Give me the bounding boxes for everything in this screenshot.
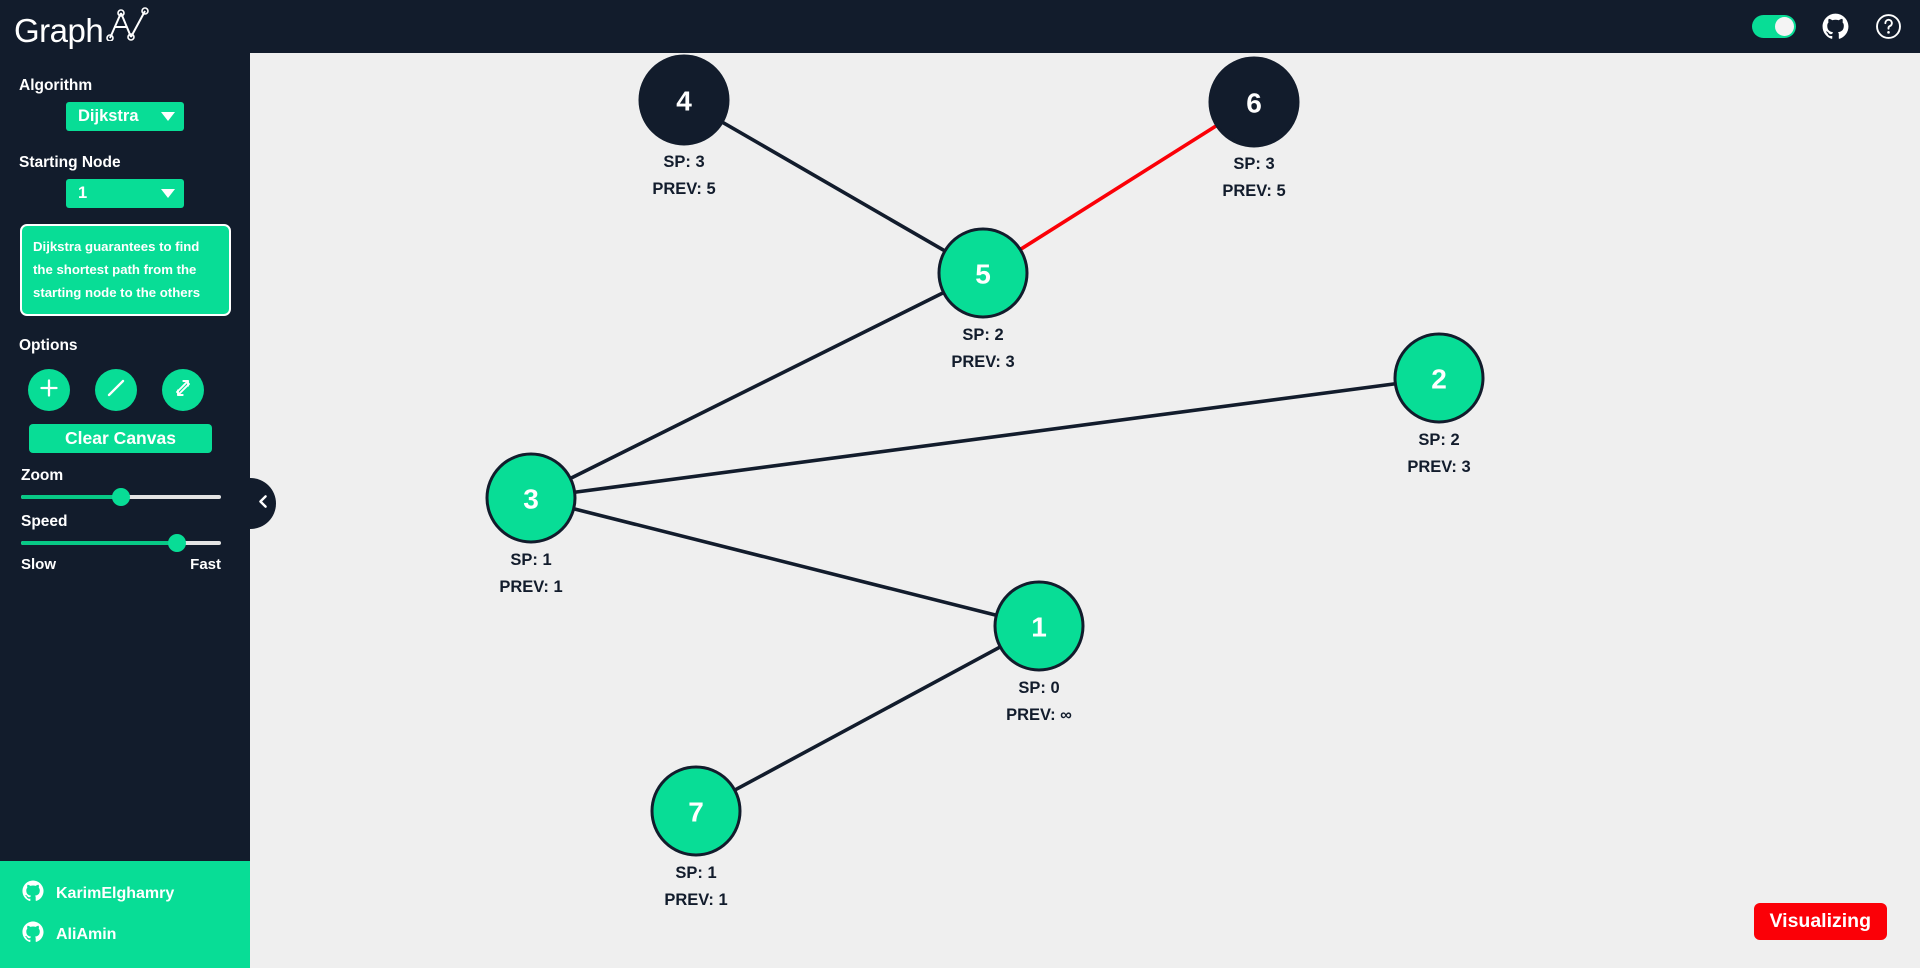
node-shortest-path-value: SP: 2 — [1418, 431, 1459, 449]
speed-range-labels: Slow Fast — [21, 556, 221, 573]
status-badge: Visualizing — [1753, 903, 1887, 940]
node-shortest-path-value: SP: 0 — [1018, 679, 1059, 697]
algorithm-label: Algorithm — [19, 77, 93, 94]
credit-name: KarimElghamry — [56, 884, 175, 902]
node-shortest-path-value: SP: 3 — [663, 153, 704, 171]
graph-node-6[interactable]: 6SP: 3 PREV: 5 — [1208, 56, 1300, 200]
graph-edge-3-1[interactable] — [572, 506, 998, 618]
node-circle[interactable] — [638, 54, 730, 146]
graph-av-logo-icon — [104, 6, 150, 46]
algorithm-select[interactable]: Dijkstra — [66, 102, 184, 131]
node-label: 4 — [676, 86, 692, 117]
zoom-slider-thumb[interactable] — [112, 488, 130, 507]
node-label: 1 — [1031, 612, 1047, 643]
node-label: 6 — [1246, 88, 1262, 119]
graph-edge-4-5[interactable] — [720, 119, 947, 254]
node-label: 3 — [523, 484, 539, 515]
speed-slider-thumb[interactable] — [168, 534, 186, 553]
graph-edge-3-2[interactable] — [573, 381, 1397, 495]
speed-slider[interactable] — [21, 534, 221, 553]
dark-mode-toggle[interactable] — [1752, 15, 1796, 38]
node-previous-value: PREV: 5 — [652, 180, 715, 198]
github-icon[interactable] — [1822, 13, 1849, 40]
starting-node-label: Starting Node — [19, 154, 121, 171]
sidebar: Algorithm Dijkstra Starting Node 1 Dijks… — [0, 53, 250, 968]
node-circle[interactable] — [485, 452, 577, 544]
node-previous-value: PREV: 3 — [951, 353, 1014, 371]
node-circle[interactable] — [650, 765, 742, 857]
zoom-label: Zoom — [21, 467, 64, 485]
node-previous-value: PREV: 1 — [664, 891, 727, 909]
graph-node-1[interactable]: 1SP: 0 PREV: ∞ — [993, 580, 1085, 724]
double-arrow-icon — [171, 376, 195, 405]
node-circle[interactable] — [1208, 56, 1300, 148]
starting-node-select-value: 1 — [78, 184, 88, 202]
algorithm-info-box: Dijkstra guarantees to find the shortest… — [20, 224, 231, 317]
options-label: Options — [19, 337, 78, 355]
speed-slider-fill — [21, 541, 177, 546]
toggle-knob — [1775, 17, 1794, 36]
zoom-slider-fill — [21, 495, 121, 500]
graph-edge-3-5[interactable] — [568, 290, 946, 481]
node-shortest-path-value: SP: 3 — [1233, 155, 1274, 173]
speed-label: Speed — [21, 513, 68, 531]
credit-link[interactable]: AliAmin — [22, 914, 250, 955]
clear-canvas-button[interactable]: Clear Canvas — [29, 424, 212, 454]
graph-node-3[interactable]: 3SP: 1 PREV: 1 — [485, 452, 577, 596]
node-shortest-path-value: SP: 2 — [962, 326, 1003, 344]
add-node-button[interactable] — [28, 369, 70, 412]
speed-slider-group: Speed Slow Fast — [21, 513, 221, 573]
zoom-slider[interactable] — [21, 488, 221, 507]
node-circle[interactable] — [937, 227, 1029, 319]
graph-node-5[interactable]: 5SP: 2 PREV: 3 — [937, 227, 1029, 371]
chevron-down-icon — [161, 112, 175, 121]
graph-edge-1-7[interactable] — [732, 644, 1003, 793]
graph-node-7[interactable]: 7SP: 1 PREV: 1 — [650, 765, 742, 909]
speed-min-label: Slow — [21, 556, 57, 574]
node-previous-value: PREV: ∞ — [1006, 706, 1072, 724]
node-label: 7 — [688, 797, 704, 828]
algorithm-select-value: Dijkstra — [78, 107, 139, 125]
graph-node-4[interactable]: 4SP: 3 PREV: 5 — [638, 54, 730, 198]
graph-edge-5-6[interactable] — [1018, 123, 1219, 252]
starting-node-select[interactable]: 1 — [66, 179, 184, 208]
node-label: 5 — [975, 259, 991, 290]
options-row — [28, 369, 250, 412]
zoom-slider-group: Zoom — [21, 467, 221, 507]
add-directed-edge-button[interactable] — [162, 369, 204, 412]
github-icon — [22, 880, 44, 907]
node-circle[interactable] — [993, 580, 1085, 672]
node-circle[interactable] — [1393, 332, 1485, 424]
node-previous-value: PREV: 3 — [1407, 458, 1470, 476]
credit-name: AliAmin — [56, 925, 117, 943]
app-logo[interactable]: Graph — [14, 6, 150, 49]
chevron-down-icon — [161, 189, 175, 198]
speed-max-label: Fast — [190, 556, 221, 574]
plus-icon — [37, 376, 61, 405]
question-mark-circle-icon[interactable] — [1875, 13, 1902, 40]
node-label: 2 — [1431, 364, 1447, 395]
credit-link[interactable]: KarimElghamry — [22, 873, 250, 914]
github-icon — [22, 921, 44, 948]
node-shortest-path-value: SP: 1 — [675, 864, 716, 882]
logo-text: Graph — [14, 11, 104, 49]
node-previous-value: PREV: 1 — [499, 578, 562, 596]
node-shortest-path-value: SP: 1 — [510, 551, 551, 569]
app-header: Graph — [0, 0, 1920, 53]
node-previous-value: PREV: 5 — [1222, 182, 1285, 200]
line-icon — [104, 376, 128, 405]
graph-node-2[interactable]: 2SP: 2 PREV: 3 — [1393, 332, 1485, 476]
chevron-left-icon — [255, 493, 272, 515]
header-controls — [1752, 13, 1902, 40]
add-edge-button[interactable] — [95, 369, 137, 412]
